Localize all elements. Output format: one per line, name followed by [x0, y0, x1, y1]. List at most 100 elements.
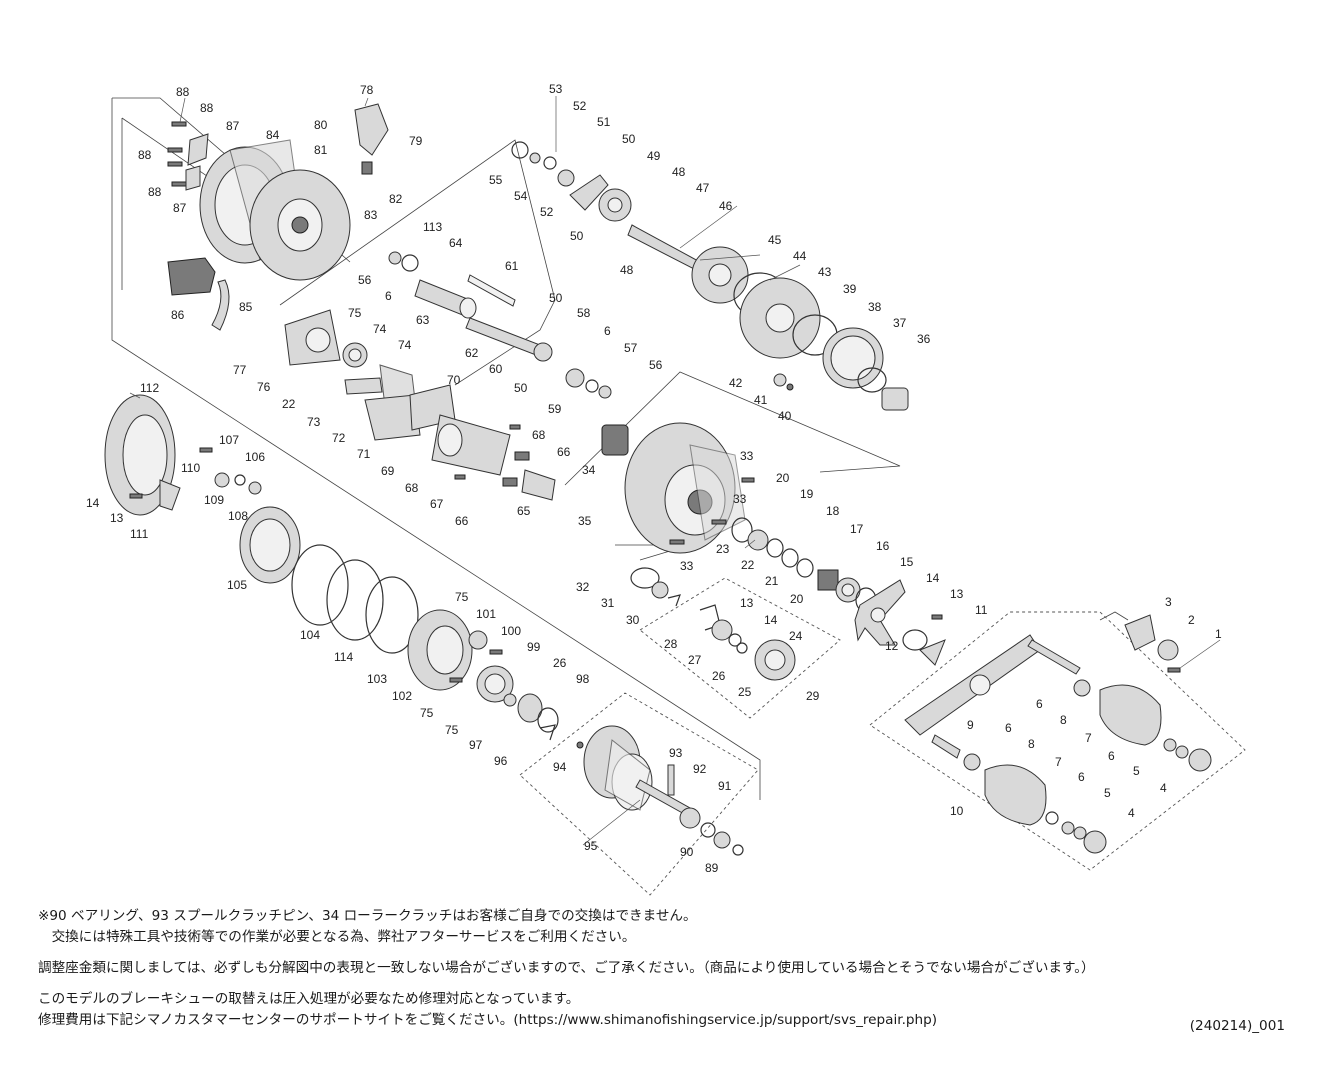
part-label: 66: [455, 514, 469, 528]
part-label: 3: [1165, 595, 1172, 609]
part-label: 88: [176, 85, 190, 99]
part-label: 6: [1108, 749, 1115, 763]
part-label: 99: [527, 640, 541, 654]
part-label: 33: [740, 449, 754, 463]
part-label: 6: [1036, 697, 1043, 711]
part-label: 88: [148, 185, 162, 199]
part-label: 46: [719, 199, 733, 213]
part-label: 48: [672, 165, 686, 179]
part-label: 69: [381, 464, 395, 478]
part-label: 74: [398, 338, 412, 352]
part-label: 20: [776, 471, 790, 485]
drag-assembly: [747, 529, 946, 666]
part-label: 55: [489, 173, 503, 187]
part-label: 11: [975, 603, 988, 617]
part-label: 48: [620, 263, 634, 277]
part-label: 70: [447, 373, 461, 387]
part-label: 45: [768, 233, 782, 247]
part-label: 5: [1133, 764, 1140, 778]
part-label: 1: [1215, 627, 1222, 641]
part-label: 33: [733, 492, 747, 506]
drag-sub-assembly: [630, 567, 796, 681]
part-label: 72: [332, 431, 346, 445]
part-label: 4: [1128, 806, 1135, 820]
part-label: 6: [1005, 721, 1012, 735]
part-label: 15: [900, 555, 914, 569]
part-label: 25: [738, 685, 752, 699]
leader-lines: [129, 96, 1221, 846]
part-label: 62: [465, 346, 479, 360]
part-label: 56: [358, 273, 372, 287]
part-label: 32: [576, 580, 590, 594]
part-number-labels: 1 2 3 4 4 5 5 6 6 6 6 6 6 7 7 8 8 9 10 1…: [86, 82, 1222, 875]
part-label: 13: [110, 511, 124, 525]
part-label: 63: [416, 313, 430, 327]
part-label: 27: [688, 653, 702, 667]
part-label: 49: [647, 149, 661, 163]
part-label: 79: [409, 134, 423, 148]
part-label: 80: [314, 118, 328, 132]
part-label: 13: [950, 587, 964, 601]
part-label: 13: [740, 596, 754, 610]
part-label: 28: [664, 637, 678, 651]
drive-shaft-assembly: [511, 141, 909, 411]
part-label: 9: [967, 718, 974, 732]
part-label: 108: [228, 509, 248, 523]
part-label: 36: [917, 332, 931, 346]
note-line: ※90 ベアリング、93 スプールクラッチピン、34 ローラークラッチはお客様ご…: [38, 908, 697, 924]
part-label: 103: [367, 672, 387, 686]
part-label: 24: [789, 629, 803, 643]
part-label: 65: [517, 504, 531, 518]
part-label: 56: [649, 358, 663, 372]
part-label: 93: [669, 746, 683, 760]
part-label: 50: [549, 291, 563, 305]
part-label: 105: [227, 578, 247, 592]
part-label: 51: [597, 115, 611, 129]
spool-assembly: [576, 725, 744, 856]
exploded-parts-diagram: 1 2 3 4 4 5 5 6 6 6 6 6 6 7 7 8 8 9 10 1…: [86, 82, 1246, 896]
part-label: 91: [718, 779, 732, 793]
part-label: 7: [1055, 755, 1062, 769]
part-label: 7: [1085, 731, 1092, 745]
part-label: 78: [360, 83, 374, 97]
part-label: 71: [357, 447, 371, 461]
part-label: 8: [1028, 737, 1035, 751]
part-label: 88: [138, 148, 152, 162]
part-label: 8: [1060, 713, 1067, 727]
part-label: 84: [266, 128, 280, 142]
part-label: 20: [790, 592, 804, 606]
part-label: 67: [430, 497, 444, 511]
part-label: 22: [282, 397, 296, 411]
part-label: 83: [364, 208, 378, 222]
part-label: 97: [469, 738, 483, 752]
part-label: 21: [765, 574, 779, 588]
part-label: 87: [226, 119, 240, 133]
handle-assembly: [904, 614, 1212, 854]
part-label: 87: [173, 201, 187, 215]
part-label: 58: [577, 306, 591, 320]
part-label: 50: [570, 229, 584, 243]
part-label: 6: [1078, 770, 1085, 784]
part-label: 85: [239, 300, 253, 314]
part-label: 60: [489, 362, 503, 376]
part-label: 66: [557, 445, 571, 459]
part-label: 41: [754, 393, 768, 407]
part-label: 52: [540, 205, 554, 219]
part-label: 100: [501, 624, 521, 638]
note-line: このモデルのブレーキシューの取替えは圧入処理が必要なため修理対応となっています。: [38, 991, 580, 1007]
part-label: 26: [712, 669, 726, 683]
part-label: 92: [693, 762, 707, 776]
part-label: 95: [584, 839, 598, 853]
part-label: 106: [245, 450, 265, 464]
part-label: 98: [576, 672, 590, 686]
part-label: 110: [181, 461, 200, 475]
part-label: 61: [505, 259, 519, 273]
part-label: 39: [843, 282, 857, 296]
part-label: 101: [476, 607, 496, 621]
part-label: 44: [793, 249, 807, 263]
part-label: 52: [573, 99, 587, 113]
part-label: 82: [389, 192, 403, 206]
part-label: 74: [373, 322, 387, 336]
part-label: 22: [741, 558, 755, 572]
frame-assembly: [601, 422, 755, 554]
